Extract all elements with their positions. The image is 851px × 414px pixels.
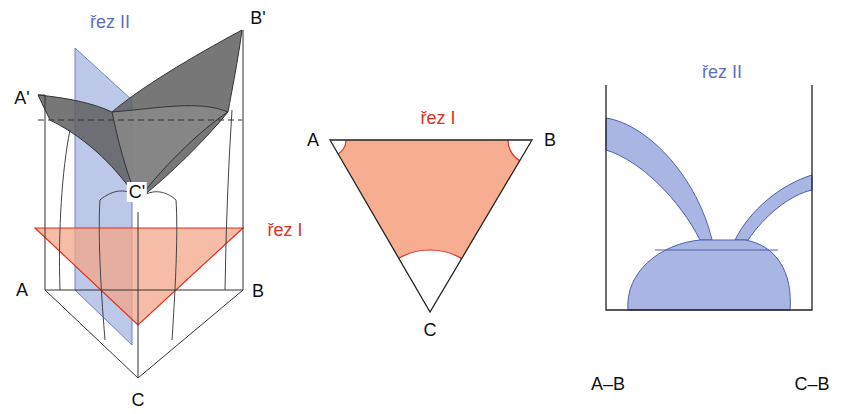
prism-edge [38, 95, 45, 96]
phase-boundary-curve [225, 110, 232, 290]
axis-label: C' [127, 182, 147, 202]
prism-edge [45, 290, 243, 291]
axis-label: A [14, 280, 30, 300]
axis-label: řez I [418, 108, 457, 128]
dome-region [628, 240, 791, 310]
axis-label: B [250, 281, 266, 301]
triangle-outline [330, 140, 532, 312]
prism-edge [138, 290, 243, 378]
axis-label: B [542, 130, 558, 150]
white-corner-regions [314, 116, 556, 374]
right-lobe [735, 175, 812, 240]
axis-label: A [305, 130, 321, 150]
axis-label: B' [248, 8, 267, 28]
hidden-edge [38, 120, 242, 121]
axis-label: řez II [88, 12, 132, 32]
axis-label: C–B [792, 374, 831, 394]
section-frame [606, 85, 812, 310]
axis-label: řez I [265, 220, 304, 240]
phase-boundary-curve [99, 200, 105, 340]
axis-label: A–B [589, 374, 627, 394]
prism-edge [138, 212, 139, 378]
axis-label: řez II [700, 62, 744, 82]
prism-edge [45, 95, 46, 290]
phase-boundary-curve [59, 130, 70, 290]
band-line [655, 250, 778, 251]
phase-boundary-curve [172, 200, 177, 340]
liquidus-surface-back [38, 30, 242, 200]
left-lobe [606, 118, 712, 240]
prism-edge [243, 30, 244, 290]
prism-edge [45, 290, 138, 378]
axis-label: C [130, 390, 147, 410]
axis-label: C [422, 320, 439, 340]
axis-label: A' [12, 88, 31, 108]
